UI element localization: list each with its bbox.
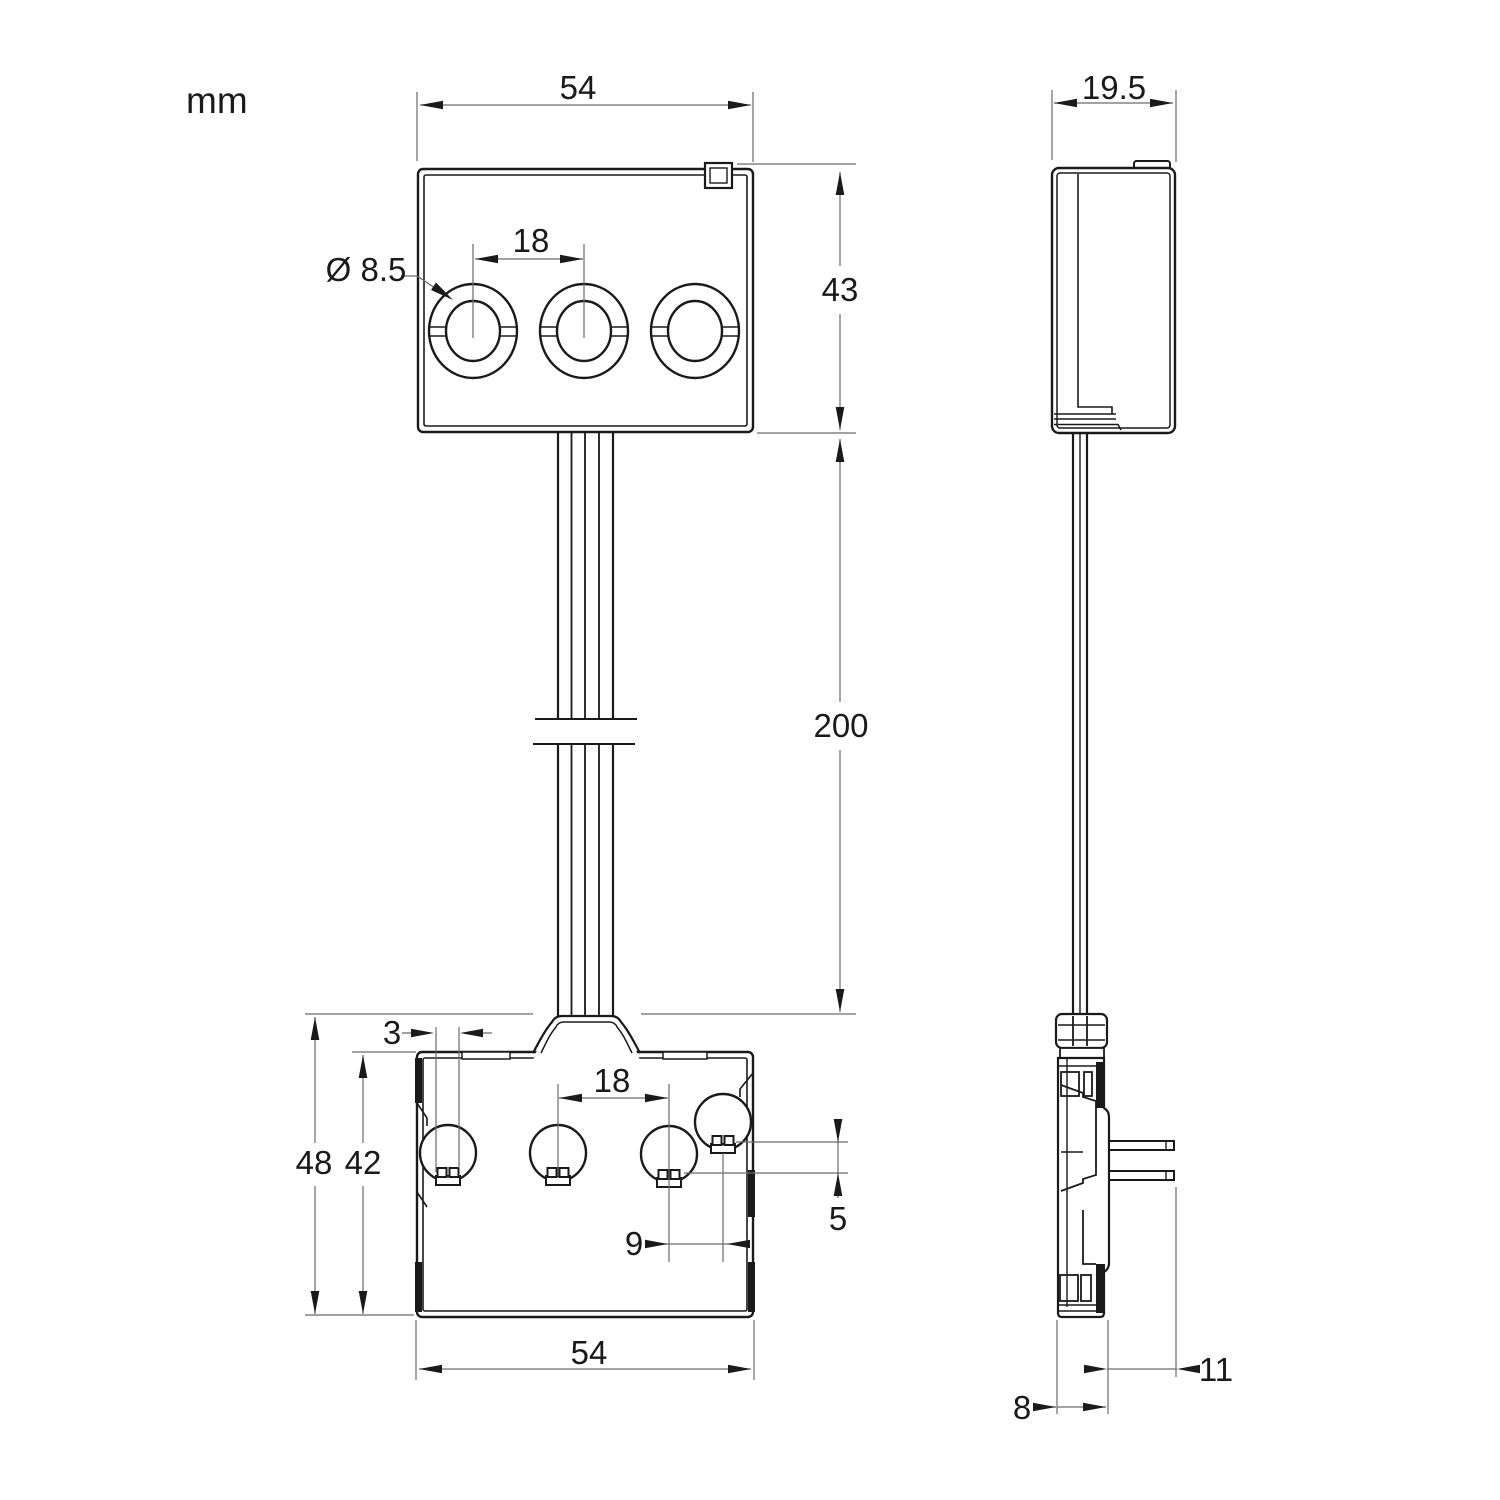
- dim-label-bottom-width: 54: [571, 1334, 608, 1371]
- dim-label-hole-diameter: Ø 8.5: [326, 251, 407, 288]
- cable-funnel: [533, 1015, 640, 1060]
- dimension-top-hole-spacing: 18: [472, 222, 585, 338]
- dim-label-terminal-width: 3: [383, 1014, 401, 1051]
- dimension-pin-length: 11: [1084, 1187, 1233, 1414]
- side-bottom-connector: [1054, 1012, 1175, 1319]
- wire-hole-1: [418, 1123, 478, 1183]
- cable-ring-3: [649, 282, 741, 380]
- strain-relief: [1054, 1012, 1109, 1050]
- dim-label-top-height: 43: [822, 271, 859, 308]
- dimension-side-body-width: 8: [1013, 1320, 1106, 1426]
- fixing-tab: [703, 161, 734, 190]
- edge-slot: [748, 1170, 755, 1217]
- front-cable: [533, 432, 637, 1016]
- terminal-clamp-1: [435, 1167, 461, 1186]
- edge-slot: [748, 1262, 755, 1312]
- latch-wedge: [1060, 1084, 1097, 1192]
- terminal-clamp-4: [710, 1135, 736, 1154]
- dimension-terminal-width: 3: [383, 1014, 492, 1172]
- dimension-terminal-pitch: 9: [625, 1153, 750, 1262]
- dimension-top-height: 43: [737, 163, 859, 434]
- dimension-terminal-offset: 5: [684, 1119, 848, 1237]
- edge-slot: [415, 1058, 422, 1103]
- dim-label-pin-length: 11: [1199, 1351, 1233, 1388]
- dim-label-bottom-total-height: 48: [296, 1144, 333, 1181]
- top-slot-left: [461, 1051, 511, 1060]
- dim-label-side-depth: 19.5: [1082, 69, 1146, 106]
- dimension-side-depth: 19.5: [1051, 69, 1177, 162]
- dimension-bottom-box-height: 42: [345, 1051, 416, 1314]
- edge-notches: [416, 1072, 754, 1208]
- dim-label-terminal-offset: 5: [829, 1200, 847, 1237]
- dim-label-cable-length: 200: [813, 707, 868, 744]
- dim-label-terminal-pitch: 9: [625, 1225, 643, 1262]
- edge-slot: [415, 1262, 422, 1312]
- dimension-bottom-hole-spacing: 18: [557, 1062, 670, 1262]
- callout-hole-diameter: Ø 8.5: [326, 251, 453, 300]
- dimension-cable-length: 200: [305, 439, 869, 1015]
- cable-break-lines: [533, 718, 637, 745]
- dim-label-top-width: 54: [560, 69, 597, 106]
- unit-label: mm: [186, 80, 248, 121]
- dim-label-bottom-hole-spacing: 18: [594, 1062, 631, 1099]
- dim-label-bottom-box-height: 42: [345, 1144, 382, 1181]
- side-cable: [1071, 433, 1089, 1014]
- contact-pin-lower: [1108, 1170, 1175, 1181]
- dim-label-top-hole-spacing: 18: [513, 222, 550, 259]
- contact-pin-upper: [1108, 1140, 1175, 1151]
- dimension-top-width: 54: [416, 69, 754, 162]
- dimension-bottom-total-height: 48: [296, 1017, 414, 1316]
- front-top-box: [416, 161, 755, 434]
- side-step-detail: [1054, 174, 1122, 431]
- top-slot-right: [662, 1051, 708, 1060]
- front-bottom-box: [415, 1014, 755, 1319]
- dim-label-side-body-width: 8: [1013, 1389, 1031, 1426]
- side-top-box: [1050, 160, 1177, 435]
- dimension-bottom-width: 54: [415, 1320, 755, 1380]
